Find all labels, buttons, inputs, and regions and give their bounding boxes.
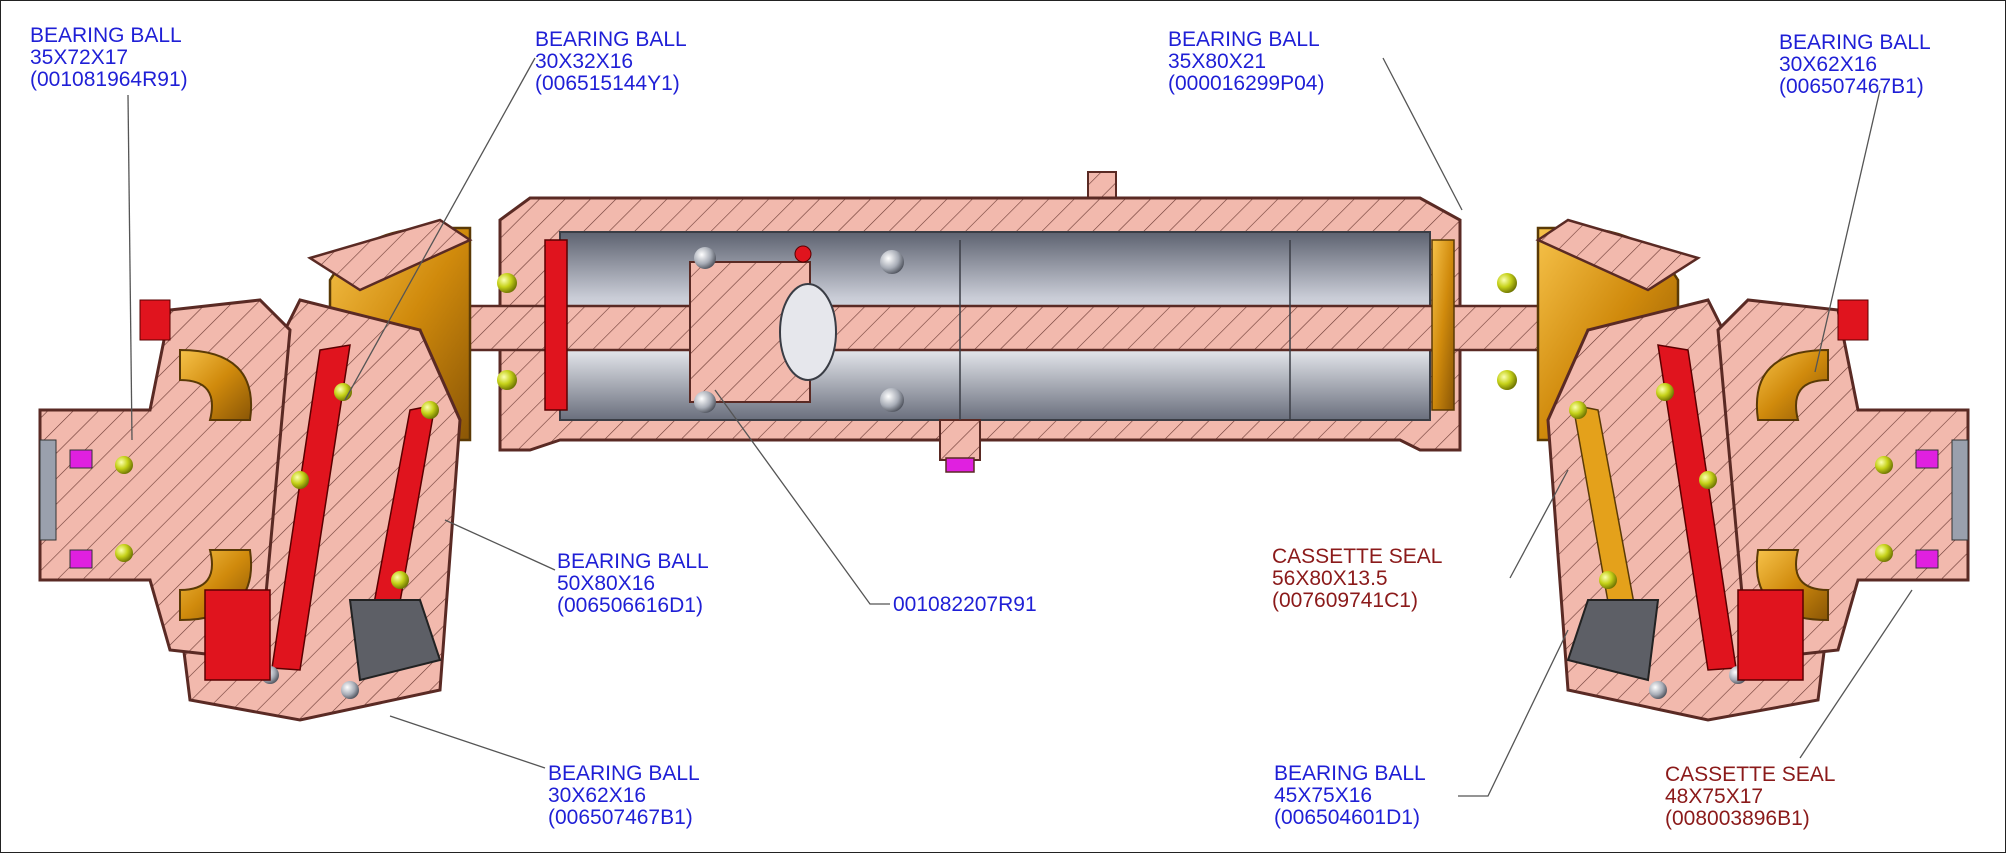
callout-line: CASSETTE SEAL [1272,545,1443,568]
callout-line: (000016299P04) [1168,72,1325,95]
callout-line: (006504601D1) [1274,806,1420,829]
callout-line: BEARING BALL [30,24,182,47]
callout-line: CASSETTE SEAL [1665,763,1836,786]
callout-line: (007609741C1) [1272,589,1418,612]
callout-cassette-seal-56x80x13: CASSETTE SEAL 56X80X13.5 (007609741C1) [1272,546,1442,612]
right-wheel-hub [1716,298,1970,681]
callout-line: (006507467B1) [1779,75,1924,98]
callout-part-001082207r91: 001082207R91 [893,594,1037,616]
callout-line: 30X62X16 [548,784,647,807]
callout-line: BEARING BALL [1274,762,1426,785]
callout-line: 30X62X16 [1779,53,1878,76]
callout-line: 30X32X16 [535,50,634,73]
callout-bearing-30x32x16: BEARING BALL 30X32X16 (006515144Y1) [535,29,687,95]
callout-line: 45X75X16 [1274,784,1373,807]
callout-line: (008003896B1) [1665,807,1810,830]
center-bearing-balls [497,247,1517,413]
callout-line: BEARING BALL [557,550,709,573]
callout-line: 50X80X16 [557,572,656,595]
callout-line: 35X80X21 [1168,50,1267,73]
callout-bearing-50x80x16: BEARING BALL 50X80X16 (006506616D1) [557,551,709,617]
callout-bearing-35x80x21: BEARING BALL 35X80X21 (000016299P04) [1168,29,1324,95]
callout-bearing-30x62x16-bottom: BEARING BALL 30X62X16 (006507467B1) [548,763,700,829]
callout-line: BEARING BALL [1168,28,1320,51]
callout-line: 56X80X13.5 [1272,567,1388,590]
callout-cassette-seal-48x75x17: CASSETTE SEAL 48X75X17 (008003896B1) [1665,764,1835,830]
leader-lines [127,57,1913,797]
callout-line: BEARING BALL [1779,31,1931,54]
callout-line: (006515144Y1) [535,72,680,95]
callout-line: 48X75X17 [1665,785,1764,808]
left-wheel-hub [38,298,292,681]
callout-line: 35X72X17 [30,46,129,69]
callout-line: 001082207R91 [893,593,1037,616]
callout-line: BEARING BALL [535,28,687,51]
central-housing [428,196,1572,473]
callout-line: BEARING BALL [548,762,700,785]
callout-line: (001081964R91) [30,68,188,91]
callout-bearing-45x75x16: BEARING BALL 45X75X16 (006504601D1) [1274,763,1426,829]
callout-line: (006507467B1) [548,806,693,829]
callout-bearing-35x72x17: BEARING BALL 35X72X17 (001081964R91) [30,25,188,91]
callout-bearing-30x62x16-top: BEARING BALL 30X62X16 (006507467B1) [1779,32,1931,98]
callout-line: (006506616D1) [557,594,703,617]
